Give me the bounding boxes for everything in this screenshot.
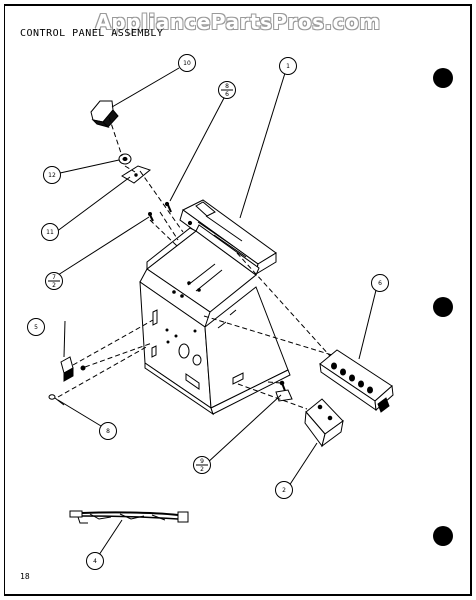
callout-7-2: 7 2 xyxy=(45,272,63,290)
connector-part xyxy=(60,356,86,382)
callout-5-label: 5 xyxy=(34,324,38,331)
callout-8: 8 xyxy=(99,422,117,440)
binder-hole-middle xyxy=(433,297,453,317)
callout-7-2-bottom: 2 xyxy=(52,282,56,289)
callout-9-2-top: 9 xyxy=(200,458,204,465)
callout-2-label: 2 xyxy=(282,487,286,494)
plate-part xyxy=(121,165,152,184)
callout-4: 4 xyxy=(86,552,104,570)
site-watermark: AppliancePartsPros.com xyxy=(95,10,381,34)
frame-left-line xyxy=(4,4,5,596)
callout-11: 11 xyxy=(41,223,59,241)
washer-part xyxy=(118,153,132,165)
callout-9-2-bottom: 2 xyxy=(200,466,204,473)
callout-8-6: 8 6 xyxy=(218,81,236,99)
callout-6: 6 xyxy=(371,274,389,292)
clip-part xyxy=(275,380,293,402)
callout-9-2: 9 2 xyxy=(193,456,211,474)
binder-hole-bottom xyxy=(433,526,453,546)
leader-lines xyxy=(55,67,379,559)
frame-right-line xyxy=(470,4,472,596)
callout-4-label: 4 xyxy=(93,558,97,565)
control-housing-part xyxy=(139,224,291,416)
callout-6-label: 6 xyxy=(378,280,382,287)
callout-1-label: 1 xyxy=(286,63,290,70)
page-number: 18 xyxy=(20,572,30,581)
diagram-title: CONTROL PANEL ASSEMBLY xyxy=(20,28,164,39)
dashed-assembly-lines xyxy=(57,116,333,410)
screw-parts xyxy=(148,201,172,222)
knob-part xyxy=(90,100,119,128)
frame-bottom-line xyxy=(4,594,472,596)
callout-8-6-top: 8 xyxy=(225,83,229,90)
callout-12-label: 12 xyxy=(48,172,56,179)
callout-5: 5 xyxy=(27,318,45,336)
callout-7-2-top: 7 xyxy=(52,274,56,281)
callout-10: 10 xyxy=(178,54,196,72)
pin-part xyxy=(48,394,65,406)
switch-board-part xyxy=(319,349,394,413)
callout-1: 1 xyxy=(279,57,297,75)
binder-hole-top xyxy=(433,68,453,88)
wire-harness-part xyxy=(69,510,189,524)
relay-part xyxy=(304,398,344,448)
callout-8-label: 8 xyxy=(106,428,110,435)
callout-2: 2 xyxy=(275,481,293,499)
callout-12: 12 xyxy=(43,166,61,184)
callout-8-6-bottom: 6 xyxy=(225,91,229,98)
callout-11-label: 11 xyxy=(46,229,54,236)
callout-10-label: 10 xyxy=(183,60,191,67)
frame-top-line xyxy=(4,4,472,6)
